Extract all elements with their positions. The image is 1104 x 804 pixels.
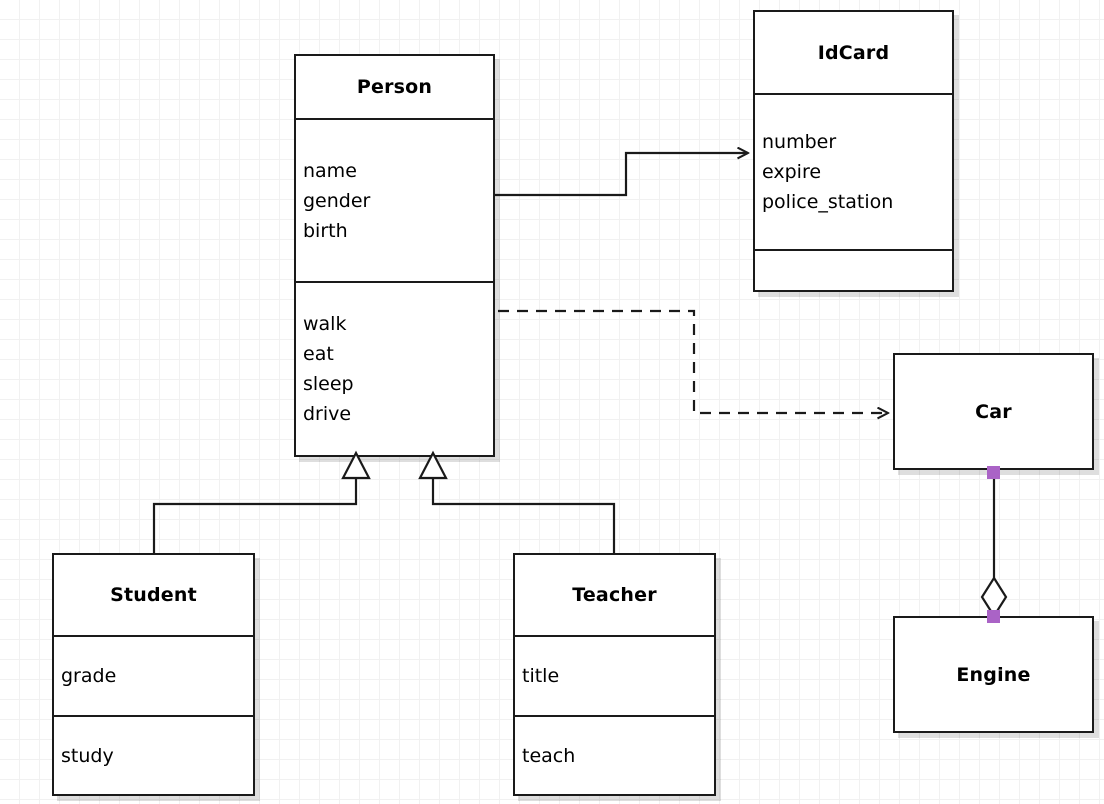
method-item: eat xyxy=(303,343,334,365)
class-name-label: Person xyxy=(356,76,433,98)
class-name-label: Engine xyxy=(956,663,1031,686)
class-title-car: Car xyxy=(895,355,1092,468)
class-methods-teacher: teach xyxy=(515,715,714,794)
attribute-item: grade xyxy=(61,665,117,687)
attribute-item: name xyxy=(303,159,357,182)
class-attributes-teacher: title xyxy=(515,635,714,715)
method-item: drive xyxy=(303,403,352,425)
class-box-car[interactable]: Car xyxy=(893,353,1094,470)
attribute-item: title xyxy=(522,665,560,687)
hollow-triangle-icon xyxy=(418,450,448,480)
class-title-idcard: IdCard xyxy=(755,12,952,93)
method-item: walk xyxy=(303,313,347,335)
edge-person-car[interactable] xyxy=(498,309,888,413)
class-box-student[interactable]: Student grade study xyxy=(52,553,255,796)
class-name-label: IdCard xyxy=(817,41,890,64)
class-attributes-student: grade xyxy=(54,635,253,715)
class-methods-student: study xyxy=(54,715,253,794)
class-name-label: Car xyxy=(975,400,1012,423)
attribute-item: expire xyxy=(762,161,822,183)
class-methods-person: walk eat sleep drive xyxy=(296,281,493,455)
class-name-label: Teacher xyxy=(572,584,657,606)
method-item: sleep xyxy=(303,373,354,395)
class-name-label: Student xyxy=(110,584,197,606)
class-title-teacher: Teacher xyxy=(515,555,714,635)
edge-teacher-person[interactable] xyxy=(431,474,616,553)
class-box-idcard[interactable]: IdCard number expire police_station xyxy=(753,10,954,292)
attribute-item: number xyxy=(762,131,837,153)
class-methods-idcard xyxy=(755,249,952,290)
engine-top-endpoint[interactable] xyxy=(987,610,1000,623)
class-title-student: Student xyxy=(54,555,253,635)
edge-student-person[interactable] xyxy=(152,474,358,553)
class-title-person: Person xyxy=(296,56,493,118)
method-item: teach xyxy=(522,744,576,767)
class-box-teacher[interactable]: Teacher title teach xyxy=(513,553,716,796)
class-attributes-person: name gender birth xyxy=(296,118,493,281)
attribute-item: birth xyxy=(303,219,348,242)
attribute-item: police_station xyxy=(762,191,894,213)
class-box-engine[interactable]: Engine xyxy=(893,616,1094,733)
car-bottom-endpoint[interactable] xyxy=(987,466,1000,479)
class-title-engine: Engine xyxy=(895,618,1092,731)
hollow-triangle-icon xyxy=(341,450,371,480)
attribute-item: gender xyxy=(303,189,371,212)
method-item: study xyxy=(61,744,114,767)
class-box-person[interactable]: Person name gender birth walk eat sleep … xyxy=(294,54,495,457)
edge-person-idcard[interactable] xyxy=(495,153,748,197)
class-attributes-idcard: number expire police_station xyxy=(755,93,952,249)
